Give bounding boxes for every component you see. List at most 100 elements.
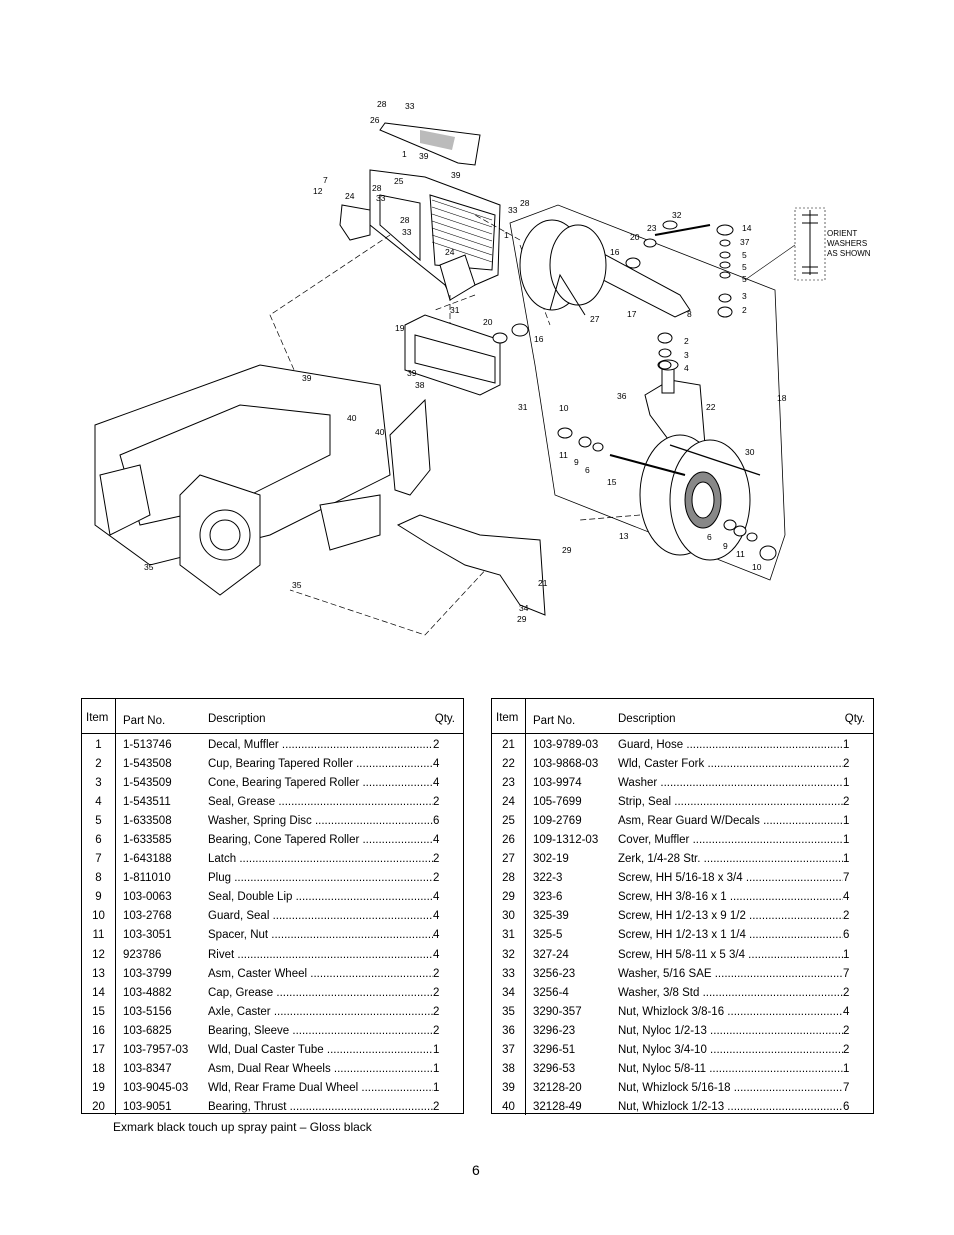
part-qty: 2 [433, 872, 440, 885]
callout: 24 [345, 191, 355, 201]
part-qty: 4 [843, 891, 850, 904]
header-qty: Qty. [844, 713, 865, 725]
callout: 4 [684, 363, 689, 373]
callout: 30 [745, 447, 755, 457]
callout: 29 [562, 545, 572, 555]
callout: 6 [707, 532, 712, 542]
callout: 20 [483, 317, 493, 327]
part-description: Cone, Bearing Tapered Roller [208, 774, 433, 793]
hose-guard-drawing [396, 514, 546, 616]
part-number: 325-5 [533, 929, 563, 942]
item-number: 33 [502, 967, 515, 980]
part-number: 1-543509 [123, 777, 172, 790]
dual-wheel-frame-drawing [404, 314, 501, 396]
part-number: 109-2769 [533, 815, 582, 828]
part-qty: 2 [433, 853, 440, 866]
part-description: Bearing, Sleeve [208, 1022, 433, 1041]
callout: 22 [706, 402, 716, 412]
part-number: 1-513746 [123, 739, 172, 751]
part-number: 109-1312-03 [533, 834, 599, 847]
callout: 37 [740, 237, 750, 247]
part-description: Screw, HH 3/8-16 x 1 [618, 888, 843, 907]
callout: 10 [752, 562, 762, 572]
callout: 39 [407, 368, 417, 378]
part-qty: 1 [843, 834, 850, 847]
callout: 6 [585, 465, 590, 475]
part-qty: 1 [433, 1043, 440, 1056]
part-description: Zerk, 1/4-28 Str. [618, 850, 843, 869]
item-number: 13 [92, 967, 105, 980]
callout: 11 [559, 450, 568, 460]
part-number: 923786 [123, 948, 162, 961]
header-part-no: Part No. [123, 715, 166, 727]
part-qty: 4 [433, 948, 440, 961]
callout: 23 [647, 223, 657, 233]
part-description: Screw, HH 1/2-13 x 1 1/4 [618, 926, 843, 945]
item-number: 2 [95, 758, 102, 771]
part-number: 1-633585 [123, 834, 172, 847]
part-qty: 1 [843, 1062, 850, 1075]
callout: 16 [610, 247, 620, 257]
item-number: 27 [502, 853, 515, 866]
part-qty: 2 [843, 986, 850, 999]
item-number: 21 [502, 739, 515, 751]
orient-note-line: WASHERS [827, 239, 867, 248]
callout: 17 [627, 309, 637, 319]
part-description: Wld, Caster Fork [618, 755, 843, 774]
part-description: Nut, Whizlock 5/16-18 [618, 1079, 843, 1098]
part-qty: 7 [843, 872, 850, 885]
page-number: 6 [472, 1162, 480, 1178]
part-description: Decal, Muffler [208, 736, 433, 755]
callout: 7 [323, 175, 328, 185]
header-description: Description [618, 713, 676, 725]
callout: 13 [619, 531, 629, 541]
callout: 39 [419, 151, 429, 161]
part-qty: 2 [433, 967, 440, 980]
item-number: 22 [502, 758, 515, 771]
part-description: Wld, Rear Frame Dual Wheel [208, 1079, 433, 1098]
callout: 40 [347, 413, 357, 423]
callout: 1 [402, 149, 407, 159]
part-number: 103-9789-03 [533, 739, 599, 751]
item-number: 26 [502, 834, 515, 847]
part-number: 103-0063 [123, 891, 172, 904]
table-row: 71-643188Latch2 [82, 848, 463, 867]
part-number: 3256-23 [533, 967, 576, 980]
part-number: 103-8347 [123, 1062, 172, 1075]
callout: 31 [450, 305, 460, 315]
part-qty: 4 [843, 1005, 850, 1018]
item-number: 20 [92, 1100, 105, 1113]
part-description: Nut, Nyloc 1/2-13 [618, 1022, 843, 1041]
orient-note-line: ORIENT [827, 229, 857, 238]
part-number: 1-543508 [123, 758, 172, 771]
item-number: 31 [502, 929, 515, 942]
part-qty: 6 [843, 1100, 850, 1113]
part-qty: 4 [433, 777, 440, 790]
part-number: 1-633508 [123, 815, 172, 828]
part-qty: 2 [433, 1100, 440, 1113]
part-qty: 2 [843, 1024, 850, 1037]
part-qty: 2 [843, 796, 850, 809]
callout: 15 [607, 477, 617, 487]
callout: 21 [538, 578, 548, 588]
callout: 5 [742, 274, 747, 284]
item-number: 35 [502, 1005, 515, 1018]
callout: 3 [684, 350, 689, 360]
part-description: Washer, Spring Disc [208, 812, 433, 831]
item-number: 12 [92, 948, 105, 961]
part-description: Strip, Seal [618, 793, 843, 812]
part-number: 103-6825 [123, 1024, 172, 1037]
orient-washers-note: ORIENT WASHERS AS SHOWN [827, 229, 871, 258]
item-number: 39 [502, 1081, 515, 1094]
